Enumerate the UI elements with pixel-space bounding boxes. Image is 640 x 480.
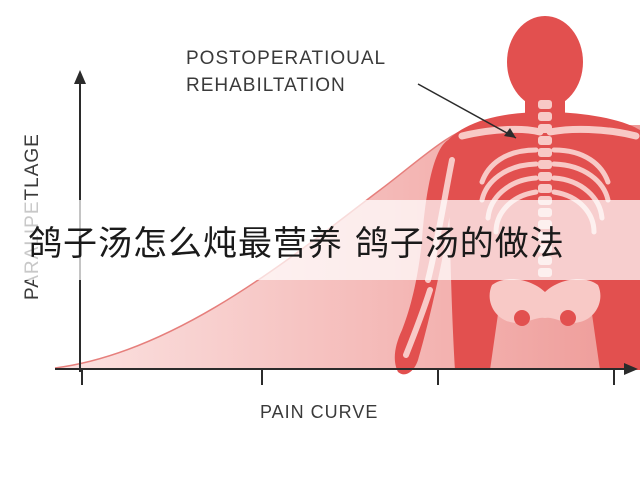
annotation-line-2: REHABILTATION [186,75,346,96]
y-axis-arrowhead [74,70,86,84]
hip-joint-left [514,310,530,326]
head [507,16,583,108]
clavicles [458,125,640,140]
x-axis-label: PAIN CURVE [260,402,378,422]
annotation-arrowhead [504,128,516,138]
annotation-arrow [417,83,517,139]
hip-joint-right [560,310,576,326]
annotation-line-1: POSTOPERATIOUAL [186,48,386,69]
title-banner: 鸽子汤怎么炖最营养 鸽子汤的做法 [0,200,640,280]
banner-title: 鸽子汤怎么炖最营养 鸽子汤的做法 [28,223,565,264]
x-axis-arrowhead [624,363,638,375]
